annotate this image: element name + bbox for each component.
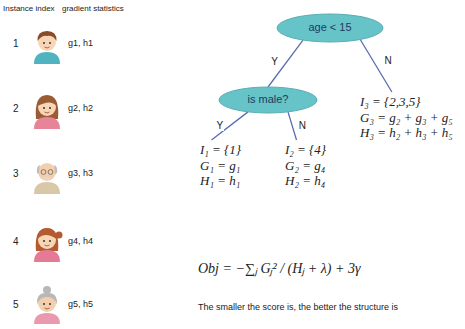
person-icon — [34, 31, 60, 64]
person-icon — [34, 228, 63, 262]
person-icon — [34, 286, 60, 324]
tree-branch — [212, 112, 248, 140]
leaf-line: I₃ = {2,3,5} — [360, 94, 453, 110]
leaf-line: I₂ = {4} — [285, 142, 326, 158]
instance-index: 3 — [13, 168, 19, 179]
node-label: age < 15 — [308, 21, 351, 34]
leaf-line: G₁ = g₁ — [200, 158, 241, 174]
gradient-pair: g3, h3 — [68, 168, 93, 178]
branch-label: N — [298, 120, 307, 131]
instance-index: 1 — [13, 38, 19, 49]
leaf-line: H₂ = h₄ — [285, 173, 326, 189]
ellipse-shape — [277, 14, 383, 42]
leaf-line: G₂ = g₄ — [285, 158, 326, 174]
gradient-pair: g5, h5 — [68, 299, 93, 309]
leaf-block: I₃ = {2,3,5}G₃ = g₂ + g₃ + g₅H₃ = h₂ + h… — [358, 92, 455, 143]
leaf-line: G₃ = g₂ + g₃ + g₅ — [360, 110, 453, 126]
branch-label: Y — [215, 120, 224, 131]
column-header: gradient statistics — [62, 4, 124, 13]
ellipse-shape — [219, 87, 317, 113]
leaf-block: I₁ = {1}G₁ = g₁H₁ = h₁ — [198, 140, 243, 191]
gradient-pair: g1, h1 — [68, 38, 93, 48]
decision-ellipse: age < 15 — [276, 13, 384, 43]
person-icon — [34, 163, 60, 194]
gradient-pair: g4, h4 — [68, 236, 93, 246]
leaf-line: I₁ = {1} — [200, 142, 241, 158]
branch-label: Y — [270, 56, 279, 67]
tree-branch — [360, 39, 392, 92]
node-label: is male? — [248, 93, 289, 106]
decision-ellipse: is male? — [218, 86, 318, 114]
instance-index: 5 — [13, 299, 19, 310]
tree-branch — [288, 112, 297, 140]
person-icon — [34, 95, 60, 129]
objective-formula: Obj = −∑ⱼ Gⱼ² / (Hⱼ + λ) + 3γ — [198, 258, 360, 277]
leaf-block: I₂ = {4}G₂ = g₄H₂ = h₄ — [283, 140, 328, 191]
gradient-pair: g2, h2 — [68, 103, 93, 113]
leaf-line: H₁ = h₁ — [200, 173, 241, 189]
tree-branch — [268, 40, 303, 87]
leaf-line: H₃ = h₂ + h₃ + h₅ — [360, 125, 453, 141]
column-header: Instance index — [3, 4, 55, 13]
branch-label: N — [383, 55, 392, 66]
instance-index: 2 — [13, 103, 19, 114]
note-text: The smaller the score is, the better the… — [198, 302, 398, 312]
instance-index: 4 — [13, 236, 19, 247]
